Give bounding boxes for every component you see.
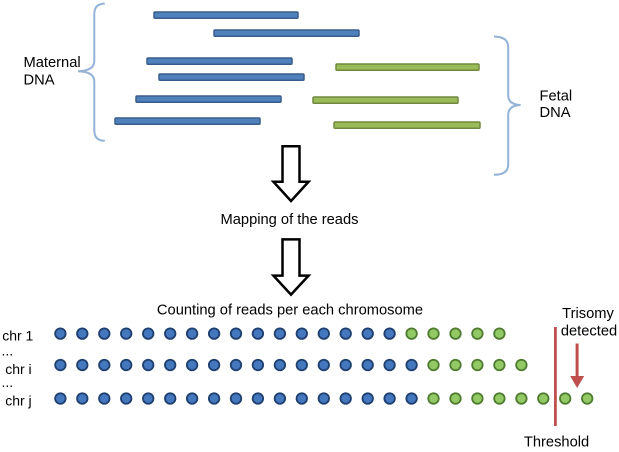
svg-text:Trisomy: Trisomy xyxy=(562,306,614,322)
svg-text:...: ... xyxy=(2,374,14,390)
svg-text:chr 1: chr 1 xyxy=(2,328,33,344)
svg-text:detected: detected xyxy=(561,324,617,340)
svg-text:DNA: DNA xyxy=(24,73,55,89)
svg-text:Counting of reads per each chr: Counting of reads per each chromosome xyxy=(157,303,423,319)
svg-text:Maternal: Maternal xyxy=(24,55,81,71)
svg-text:Threshold: Threshold xyxy=(524,435,589,451)
svg-text:chr j: chr j xyxy=(5,393,31,409)
svg-text:Mapping of the reads: Mapping of the reads xyxy=(221,212,359,228)
svg-text:DNA: DNA xyxy=(540,105,571,121)
svg-text:...: ... xyxy=(2,343,14,359)
svg-text:chr i: chr i xyxy=(5,361,31,377)
svg-text:Fetal: Fetal xyxy=(540,88,573,104)
